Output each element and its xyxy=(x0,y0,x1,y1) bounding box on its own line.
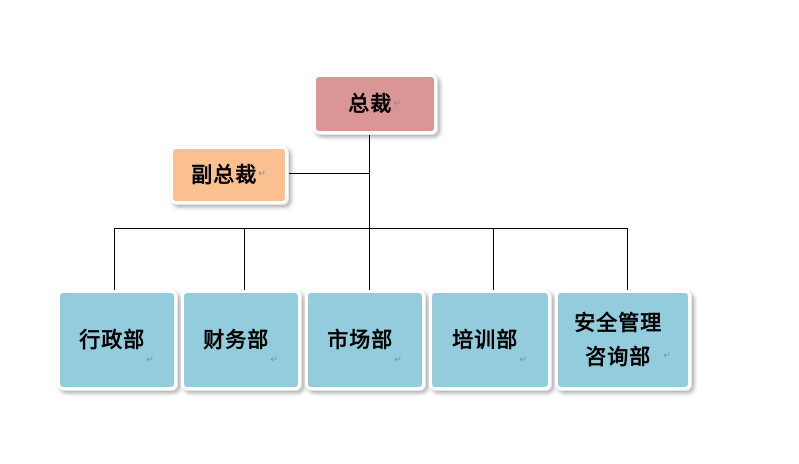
paragraph-mark-icon: ↵ xyxy=(393,99,402,109)
department-node-safety-consulting[interactable]: 安全管理 咨询部↵ xyxy=(555,290,691,390)
department-label: 财务部 xyxy=(203,328,270,352)
paragraph-mark-icon: ↵ xyxy=(519,355,528,365)
department-label: 行政部 xyxy=(79,328,146,352)
paragraph-mark-icon: ↵ xyxy=(394,355,403,365)
paragraph-mark-icon: ↵ xyxy=(146,355,155,365)
department-label: 市场部 xyxy=(327,328,394,352)
department-node-finance[interactable]: 财务部↵ xyxy=(181,290,301,390)
paragraph-mark-icon: ↵ xyxy=(258,169,267,179)
vice-president-node[interactable]: 副总裁↵ xyxy=(170,146,288,204)
paragraph-mark-icon: ↵ xyxy=(270,355,279,365)
department-label: 培训部 xyxy=(452,328,519,352)
department-label: 安全管理 咨询部 xyxy=(574,311,663,369)
department-node-market[interactable]: 市场部↵ xyxy=(305,290,425,390)
ceo-node[interactable]: 总裁↵ xyxy=(313,74,437,134)
department-node-training[interactable]: 培训部↵ xyxy=(429,290,551,390)
vice-president-label: 副总裁 xyxy=(191,163,258,187)
department-node-admin[interactable]: 行政部↵ xyxy=(57,290,177,390)
paragraph-mark-icon: ↵ xyxy=(663,351,672,361)
ceo-label: 总裁 xyxy=(348,92,393,116)
